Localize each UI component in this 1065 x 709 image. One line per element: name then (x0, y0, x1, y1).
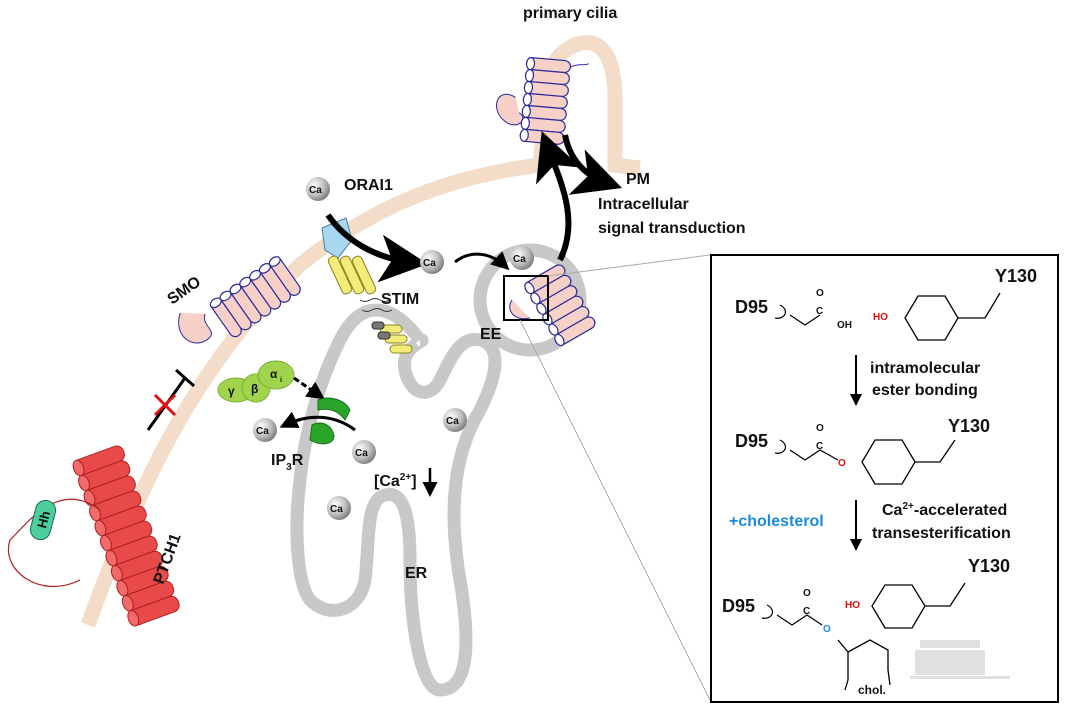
step1-label-line1: intramolecular (870, 360, 980, 377)
ca-ion: Ca (510, 246, 534, 270)
pm-label: PM (626, 171, 650, 188)
stim-label: STIM (381, 291, 419, 308)
watermark-logo (910, 640, 1010, 679)
svg-text:i: i (280, 377, 282, 384)
svg-text:Ca: Ca (355, 448, 368, 459)
d95-label: D95 (722, 596, 755, 616)
y130-label: Y130 (948, 416, 990, 436)
signal-arrow (562, 134, 622, 195)
ca-ion: Ca (352, 440, 376, 464)
hedgehog-ligand: Hh (29, 499, 57, 541)
ca-influx-arrow (325, 213, 428, 283)
svg-text:Ca: Ca (423, 258, 436, 269)
svg-text:O: O (816, 423, 824, 434)
red-x-icon (153, 393, 177, 417)
y130-label: Y130 (995, 266, 1037, 286)
svg-text:γ: γ (228, 384, 235, 398)
smo-membrane (178, 254, 304, 344)
svg-text:Ca: Ca (513, 254, 526, 265)
svg-text:HO: HO (845, 600, 860, 611)
cholesterol-ring (837, 639, 891, 691)
intracellular-label: Intracellular (598, 196, 689, 213)
y130-label: Y130 (968, 556, 1010, 576)
ca-ion: Ca (420, 250, 444, 274)
plasma-membrane (80, 35, 641, 628)
svg-text:O: O (803, 588, 811, 599)
step2-label-line2: transesterification (872, 525, 1011, 542)
ca-ion: Ca (253, 418, 277, 442)
svg-text:β: β (251, 382, 258, 396)
svg-text:Ca: Ca (446, 416, 459, 427)
endoplasmic-reticulum (290, 303, 502, 697)
benzene-ring (904, 295, 959, 341)
chol-label: chol. (858, 683, 886, 697)
stim-protein (327, 255, 413, 354)
svg-text:Ca: Ca (256, 426, 269, 437)
benzene-ring (861, 439, 916, 485)
smo-cilia (496, 56, 589, 146)
activation-arrow-dashed (293, 376, 325, 400)
primary-cilia-label: primary cilia (523, 5, 617, 22)
orai1-label: ORAI1 (344, 177, 393, 194)
benzene-ring (871, 584, 926, 629)
er-ca-concentration: [Ca2+] (374, 472, 417, 490)
ee-label: EE (480, 326, 502, 343)
signal-transduction-label: signal transduction (598, 220, 746, 237)
orai1-channel (321, 217, 353, 259)
svg-text:Ca: Ca (330, 504, 343, 515)
svg-text:HO: HO (873, 312, 888, 323)
ptch1-loop (7, 498, 101, 588)
svg-text:Ca: Ca (309, 185, 322, 196)
svg-text:C: C (816, 306, 823, 317)
ca-ion: Ca (306, 177, 330, 201)
zoom-line-top (547, 254, 711, 277)
ip3r-label: IP3R (271, 452, 304, 473)
svg-text:O: O (816, 288, 824, 299)
svg-text:O: O (838, 458, 846, 469)
ca-to-endosome-arrow (454, 251, 510, 271)
g-protein: γ β α i (217, 360, 295, 403)
trafficking-arrow-up (536, 131, 582, 262)
er-label: ER (405, 565, 428, 582)
svg-text:C: C (816, 441, 823, 452)
ca-ion: Ca (327, 496, 351, 520)
ca-ion: Ca (443, 408, 467, 432)
svg-text:OH: OH (837, 320, 852, 331)
svg-text:C: C (803, 606, 810, 617)
smo-label: SMO (165, 273, 205, 308)
svg-text:α: α (270, 367, 278, 381)
zoom-box (503, 275, 549, 321)
cholesterol-reagent: +cholesterol (729, 513, 824, 530)
svg-text:O: O (823, 624, 831, 635)
inhibition-bar (175, 368, 195, 388)
zoom-line-bottom (519, 319, 711, 701)
ca-release-arrow (279, 411, 356, 432)
ip3r-channel (309, 397, 351, 445)
step1-label-line2: ester bonding (872, 382, 978, 399)
ptch1-protein (70, 443, 182, 629)
step2-label-line1: Ca2+-accelerated (882, 501, 1007, 519)
d95-label: D95 (735, 431, 768, 451)
svg-text:Hh: Hh (34, 509, 53, 530)
smo-crd (509, 299, 531, 320)
d95-label: D95 (735, 297, 768, 317)
